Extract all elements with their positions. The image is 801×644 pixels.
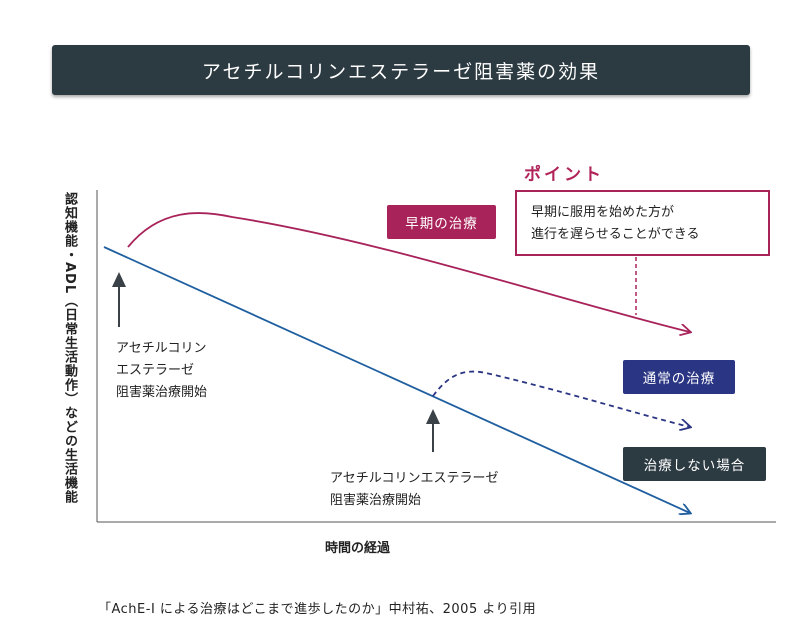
start2-line-2: 阻害薬治療開始 — [330, 493, 422, 508]
y-axis-label: 認知機能・ADL（日常生活動作）などの生活機能 — [62, 192, 77, 505]
badge-no-treatment: 治療しない場合 — [623, 447, 766, 481]
treatment-start-arrow-2 — [426, 409, 440, 452]
badge-early-treatment: 早期の治療 — [387, 205, 496, 239]
point-line-2: 進行を遅らせることができる — [531, 227, 700, 242]
point-callout: 早期に服用を始めた方が 進行を遅らせることができる — [515, 190, 770, 256]
early-treatment-curve — [127, 212, 690, 332]
start1-line-2: エステラーゼ — [116, 363, 195, 378]
title-banner: アセチルコリンエステラーゼ阻害薬の効果 — [52, 45, 750, 95]
citation: 「AchE-I による治療はどこまで進歩したのか」中村祐、2005 より引用 — [98, 602, 537, 617]
treatment-start-label-2: アセチルコリンエステラーゼ 阻害薬治療開始 — [330, 468, 498, 512]
untreated-line — [103, 246, 690, 513]
start1-line-1: アセチルコリン — [116, 341, 207, 356]
point-line-1: 早期に服用を始めた方が — [531, 205, 675, 220]
treatment-start-arrow-1 — [112, 272, 126, 327]
badge-normal-treatment: 通常の治療 — [623, 360, 735, 394]
normal-treatment-curve — [432, 370, 690, 427]
start1-line-3: 阻害薬治療開始 — [116, 385, 208, 400]
treatment-start-label-1: アセチルコリン エステラーゼ 阻害薬治療開始 — [116, 338, 207, 404]
start2-line-1: アセチルコリンエステラーゼ — [330, 471, 499, 486]
page-title: アセチルコリンエステラーゼ阻害薬の効果 — [201, 60, 601, 83]
x-axis-label: 時間の経過 — [325, 541, 391, 556]
point-label: ポイント — [524, 165, 604, 185]
